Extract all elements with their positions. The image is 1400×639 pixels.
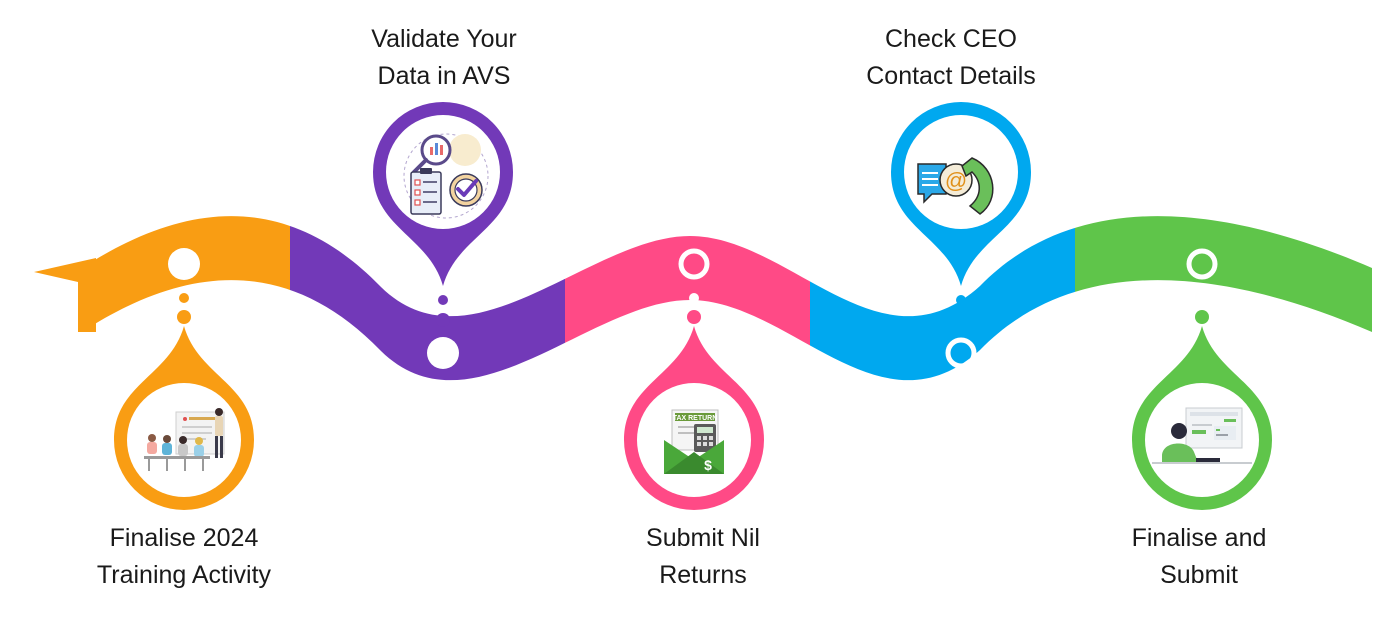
step-3-label-line2: Returns [659,561,747,589]
step-5-label: Finalise and Submit [1059,520,1339,594]
step-3-label-line1: Submit Nil [646,524,760,552]
training-presentation-icon [144,408,225,471]
step-4-dot [956,295,966,305]
step-3-node-ring [678,248,710,280]
step-2-marker [373,102,513,369]
step-2-icon-bg [386,115,500,229]
step-1-dot [179,293,189,303]
at-sign-text: @ [945,168,967,193]
step-5-dot [1195,310,1209,324]
step-5-label-line1: Finalise and [1131,524,1267,552]
step-2-label-line2: Data in AVS [377,62,511,90]
person-at-computer-icon [1152,407,1252,464]
step-5-node-ring [1186,248,1218,280]
step-4-dot [954,313,968,327]
step-3-marker: TAX RETURN $ [624,248,764,510]
band-left-tip [34,258,96,332]
step-2-node-ring [427,337,459,369]
step-4-marker: @ [891,102,1031,369]
tax-return-envelope-icon: TAX RETURN $ [664,409,724,474]
data-validation-checklist-icon [403,133,489,219]
step-3-label: Submit Nil Returns [563,520,843,594]
dollar-sign-text: $ [704,457,712,473]
step-1-node-ring [168,248,200,280]
step-1-label-line2: Training Activity [96,561,272,589]
step-1-label: Finalise 2024 Training Activity [44,520,324,594]
contact-email-phone-icon: @ [917,157,994,215]
step-1-marker [114,248,254,510]
step-3-dot [689,293,699,303]
step-4-label: Check CEO Contact Details [811,21,1091,95]
step-5-marker [1132,248,1272,510]
step-2-label-line1: Validate Your [371,25,517,53]
step-4-label-line2: Contact Details [866,62,1036,90]
step-2-label: Validate Your Data in AVS [304,21,584,95]
step-4-node-ring [945,337,977,369]
step-2-dot [438,295,448,305]
step-1-label-line1: Finalise 2024 [109,524,259,552]
step-5-dot [1197,293,1207,303]
step-4-label-line1: Check CEO [885,25,1017,53]
tax-return-text: TAX RETURN [673,415,718,422]
step-3-dot [687,310,701,324]
step-1-dot [177,310,191,324]
step-5-label-line2: Submit [1160,561,1238,589]
step-2-dot [436,313,450,327]
